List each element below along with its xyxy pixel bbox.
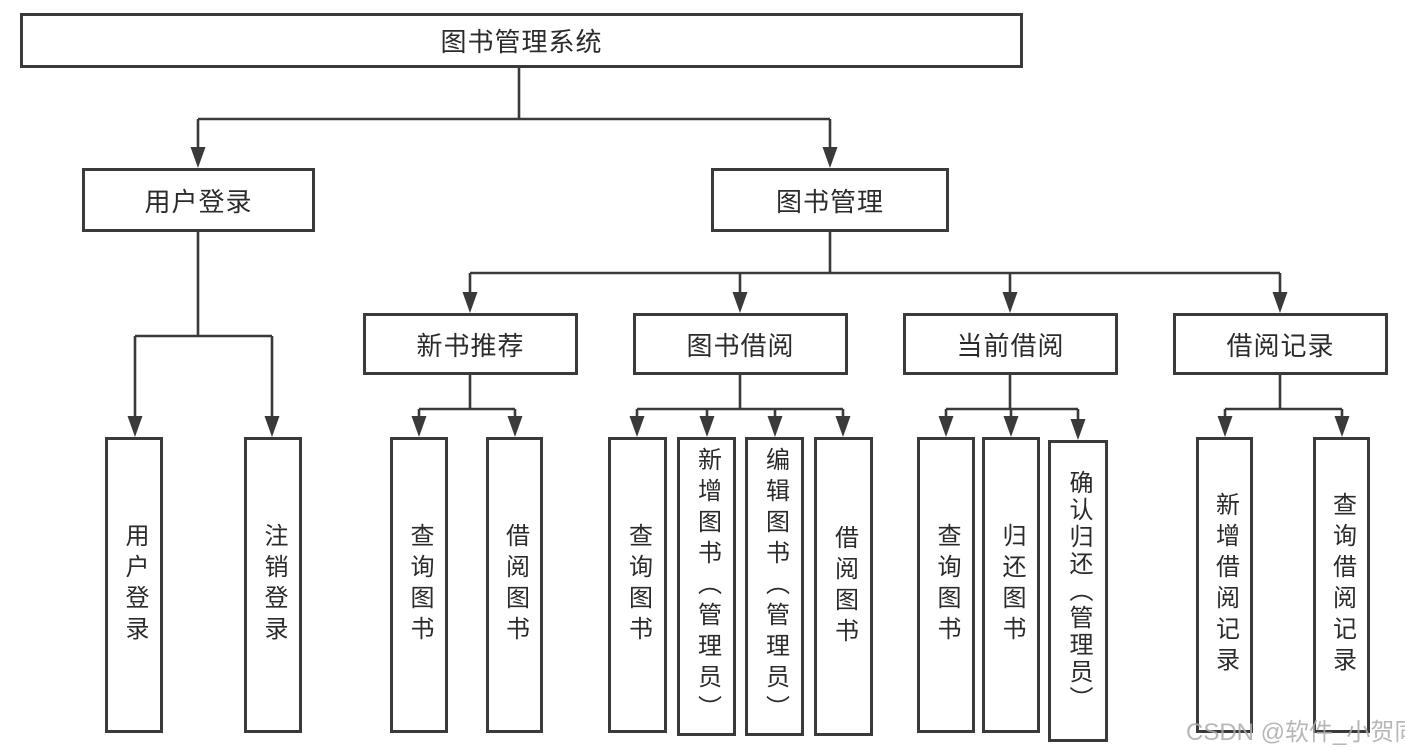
arrow-head: [1217, 416, 1233, 437]
arrow-head: [1003, 416, 1019, 437]
arrow-head: [1070, 419, 1086, 440]
node-leaf-query-books-2: 查询图书: [608, 437, 667, 733]
arrow-head: [938, 416, 954, 437]
node-leaf-user-login: 用户登录: [105, 437, 163, 733]
node-leaf-confirm-return-admin-label: 确认归还（管理员）: [1065, 469, 1092, 713]
node-leaf-add-borrow-record-label: 新增借阅记录: [1211, 492, 1239, 678]
arrow-head: [629, 416, 645, 437]
arrow-head: [767, 416, 783, 437]
arrow-head: [835, 416, 851, 437]
arrow-head: [411, 416, 427, 437]
node-leaf-add-borrow-record: 新增借阅记录: [1196, 437, 1253, 733]
node-current-borrowing: 当前借阅: [903, 313, 1118, 375]
node-leaf-borrow-books-1: 借阅图书: [486, 437, 543, 733]
node-leaf-logout-label: 注销登录: [260, 523, 287, 647]
connector-line: [133, 232, 274, 422]
node-book-management-label: 图书管理: [775, 186, 884, 217]
node-user-login: 用户登录: [82, 168, 315, 232]
node-leaf-user-login-label: 用户登录: [121, 523, 148, 647]
node-leaf-add-book-admin-label: 新增图书（管理员）: [693, 447, 721, 726]
arrow-head: [732, 292, 748, 313]
node-book-borrowing: 图书借阅: [633, 313, 848, 375]
node-current-borrowing-label: 当前借阅: [956, 330, 1065, 361]
node-root-system: 图书管理系统: [20, 13, 1023, 68]
node-leaf-query-books-3-label: 查询图书: [933, 523, 960, 647]
csdn-watermark: CSDN @软件_小贺同学: [1186, 719, 1405, 746]
connector-line: [196, 68, 832, 152]
arrow-head: [190, 147, 206, 168]
node-leaf-query-borrow-record-label: 查询借阅记录: [1328, 492, 1356, 678]
node-root-system-label: 图书管理系统: [440, 27, 603, 57]
node-leaf-query-books-1: 查询图书: [390, 437, 448, 733]
arrow-head: [127, 416, 143, 437]
arrow-head: [1002, 292, 1018, 313]
node-leaf-return-books-label: 归还图书: [998, 523, 1025, 647]
arrow-head: [1272, 292, 1288, 313]
node-new-book-recommend: 新书推荐: [363, 313, 578, 375]
node-leaf-query-books-3: 查询图书: [917, 437, 975, 733]
node-user-login-label: 用户登录: [144, 186, 253, 217]
node-leaf-borrow-books-2-label: 借阅图书: [830, 524, 858, 649]
connector-line: [635, 375, 845, 422]
connector-line: [417, 375, 517, 422]
connector-line: [1223, 375, 1344, 422]
connector-line: [468, 232, 1282, 297]
node-leaf-add-book-admin: 新增图书（管理员）: [677, 437, 736, 736]
node-leaf-query-books-1-label: 查询图书: [406, 523, 433, 647]
node-leaf-edit-book-admin: 编辑图书（管理员）: [745, 437, 804, 736]
node-leaf-borrow-books-2: 借阅图书: [814, 437, 873, 736]
node-leaf-borrow-books-1-label: 借阅图书: [501, 523, 529, 647]
node-leaf-edit-book-admin-label: 编辑图书（管理员）: [761, 447, 789, 726]
node-leaf-query-borrow-record: 查询借阅记录: [1313, 437, 1370, 733]
node-book-management: 图书管理: [711, 168, 949, 232]
node-new-book-recommend-label: 新书推荐: [416, 330, 525, 361]
arrow-head: [264, 416, 280, 437]
node-book-borrowing-label: 图书借阅: [686, 330, 795, 361]
node-leaf-logout: 注销登录: [244, 437, 302, 733]
arrow-head: [462, 292, 478, 313]
node-leaf-query-books-2-label: 查询图书: [624, 523, 652, 647]
node-leaf-confirm-return-admin: 确认归还（管理员）: [1048, 440, 1108, 742]
node-borrowing-records-label: 借阅记录: [1226, 330, 1335, 361]
arrow-head: [699, 416, 715, 437]
connector-line: [944, 375, 1080, 424]
arrow-head: [507, 416, 523, 437]
node-leaf-return-books: 归还图书: [982, 437, 1040, 733]
node-borrowing-records: 借阅记录: [1173, 313, 1388, 375]
arrow-head: [822, 147, 838, 168]
arrow-head: [1334, 416, 1350, 437]
